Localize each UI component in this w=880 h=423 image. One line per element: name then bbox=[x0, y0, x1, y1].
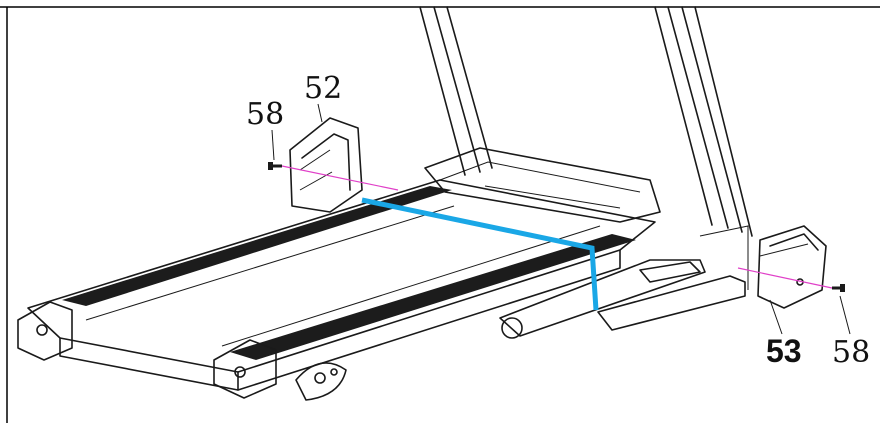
screw-axis-lines bbox=[281, 165, 833, 289]
right-side-cover bbox=[757, 225, 827, 309]
left-screw bbox=[268, 162, 282, 170]
callout-right-screw: 58 bbox=[832, 335, 870, 370]
measurement-indicator-line bbox=[361, 197, 599, 311]
deck-body bbox=[27, 179, 656, 391]
callout-left-cover: 52 bbox=[304, 71, 342, 106]
callout-left-screw: 58 bbox=[246, 97, 284, 132]
left-side-cover bbox=[289, 117, 363, 213]
callout-right-cover: 53 bbox=[766, 333, 802, 369]
belt-right-strip bbox=[230, 234, 636, 360]
upright-posts bbox=[419, 6, 753, 237]
end-caps bbox=[17, 301, 277, 399]
right-screw bbox=[832, 284, 845, 292]
base-frame bbox=[499, 225, 749, 339]
transport-wheel bbox=[295, 362, 347, 401]
belt-left-strip bbox=[62, 186, 452, 306]
leader-lines bbox=[271, 103, 851, 335]
